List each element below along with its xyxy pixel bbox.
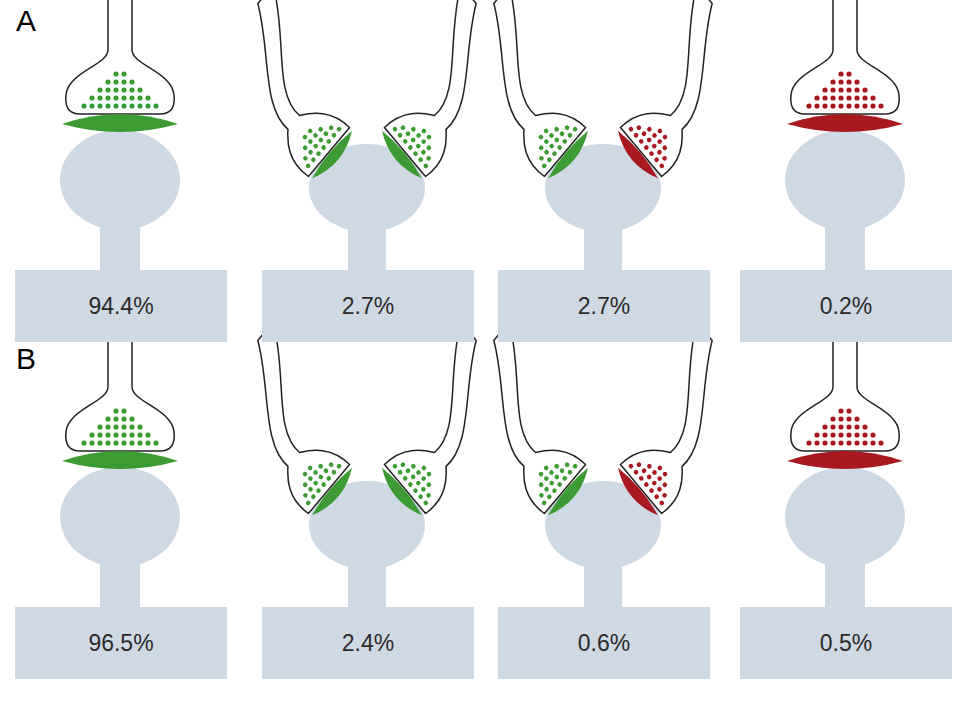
dendrite-shaft: 96.5% <box>15 607 227 679</box>
red-terminal <box>573 322 777 521</box>
green-terminal <box>62 332 178 469</box>
single-red-synapse <box>785 0 905 276</box>
red-terminal <box>787 332 903 469</box>
single-green-synapse <box>60 332 180 613</box>
green-terminal <box>193 0 397 184</box>
red-terminal <box>787 0 903 132</box>
percentage-value: 0.6% <box>578 630 630 657</box>
mixed-synapse <box>429 0 776 276</box>
spine-head <box>60 467 180 613</box>
dendrite-shaft: 0.5% <box>740 607 952 679</box>
panel-letter: B <box>16 344 36 374</box>
single-red-synapse <box>785 332 905 613</box>
green-terminal <box>429 322 633 521</box>
red-terminal <box>573 0 777 184</box>
green-terminal <box>429 0 633 184</box>
spine-head <box>785 467 905 613</box>
dendrite-shaft: 94.4% <box>15 270 227 342</box>
green-terminal <box>62 0 178 132</box>
mixed-synapse <box>429 322 776 613</box>
percentage-value: 2.7% <box>578 293 630 320</box>
double-green-synapse <box>193 322 540 613</box>
double-green-synapse <box>193 0 540 276</box>
panel-letter: A <box>16 6 36 36</box>
single-green-synapse <box>60 0 180 276</box>
dendrite-shaft: 2.7% <box>498 270 710 342</box>
percentage-value: 0.2% <box>820 293 872 320</box>
spine-head <box>60 130 180 276</box>
spine-head <box>785 130 905 276</box>
dendrite-shaft: 0.2% <box>740 270 952 342</box>
percentage-value: 96.5% <box>88 630 153 657</box>
green-terminal <box>193 322 397 521</box>
dendrite-shaft: 2.7% <box>262 270 474 342</box>
percentage-value: 0.5% <box>820 630 872 657</box>
percentage-value: 2.4% <box>342 630 394 657</box>
percentage-value: 94.4% <box>88 293 153 320</box>
dendrite-shaft: 2.4% <box>262 607 474 679</box>
percentage-value: 2.7% <box>342 293 394 320</box>
dendrite-shaft: 0.6% <box>498 607 710 679</box>
